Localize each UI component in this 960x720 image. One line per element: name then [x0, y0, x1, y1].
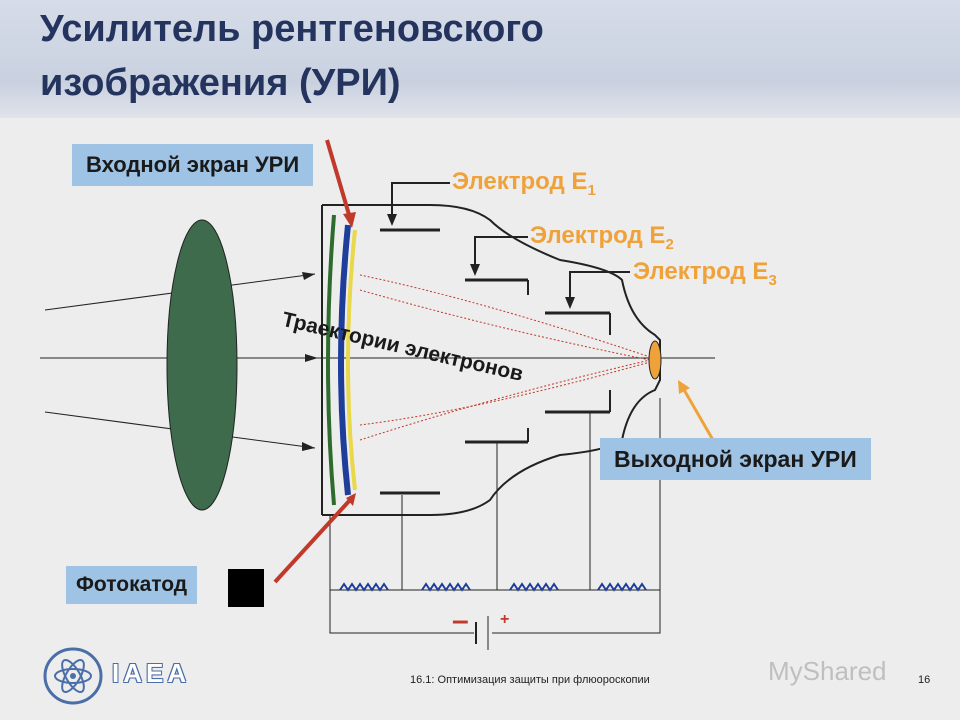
footer-caption: 16.1: Оптимизация защиты при флюороскопи…	[410, 674, 650, 686]
trajectory-1	[359, 274, 651, 358]
page-title: Усилитель рентгеновского изображения (УР…	[40, 2, 544, 110]
electrode-e2-index: 2	[665, 235, 674, 253]
phosphor-layer	[338, 224, 351, 496]
output-screen-label-text: Выходной экран УРИ	[614, 446, 857, 472]
electrode-e3-name: Электрод E	[633, 258, 769, 285]
output-screen	[648, 340, 662, 380]
image-intensifier-diagram: – +	[40, 139, 715, 650]
e1-leader-arrowhead	[387, 214, 397, 226]
e3-leader-arrowhead	[565, 297, 575, 309]
e2-leader-arrowhead	[470, 264, 480, 276]
electrode-e3-index: 3	[768, 271, 777, 289]
input-screen-arrow	[325, 139, 352, 219]
watermark: MyShared	[768, 656, 887, 686]
output-screen-arrow	[681, 387, 715, 441]
page-number: 16	[918, 674, 931, 686]
minus-sign: –	[452, 604, 469, 637]
resistor-2	[421, 582, 471, 592]
electrode-e1-name: Электрод E	[452, 168, 588, 195]
resistor-3	[509, 582, 559, 592]
title-line-1: Усилитель рентгеновского	[40, 8, 544, 50]
photocathode-layer	[346, 229, 357, 491]
trajectory-4	[359, 359, 651, 441]
resistor-4	[597, 582, 647, 592]
iaea-logo-text: IAEA	[112, 658, 191, 688]
header-band	[0, 0, 960, 118]
electrode-e1-index: 1	[587, 181, 596, 199]
photocathode-swatch	[228, 569, 264, 607]
photocathode-arrow	[273, 498, 352, 584]
ray-lower-arrowhead	[302, 442, 315, 451]
circuit-frame	[329, 398, 661, 634]
trajectory-3	[359, 361, 651, 426]
photocathode-label: Фотокатод	[66, 566, 198, 604]
electrode-e2-label: Электрод E2	[530, 222, 674, 253]
e2-leader	[474, 236, 528, 272]
output-screen-label: Выходной экран УРИ	[600, 438, 871, 480]
input-screen-label-text: Входной экран УРИ	[86, 152, 300, 177]
photocathode-arrowhead	[346, 493, 356, 506]
resistor-1	[339, 582, 389, 592]
electrode-e3-label: Электрод E3	[633, 258, 777, 289]
ray-middle-arrowhead	[305, 354, 318, 362]
iaea-emblem-icon	[43, 647, 103, 705]
input-screen-arrowhead	[343, 212, 356, 228]
ray-upper-arrowhead	[302, 272, 315, 280]
lens	[166, 219, 238, 511]
e1-leader	[391, 182, 450, 222]
output-screen-arrowhead	[678, 380, 690, 394]
photocathode-label-text: Фотокатод	[76, 573, 188, 596]
trajectory-2	[359, 289, 651, 361]
electrode-e1-label: Электрод E1	[452, 168, 596, 199]
title-line-2: изображения (УРИ)	[40, 62, 401, 104]
e3-leader	[569, 271, 630, 305]
electrode-e2-name: Электрод E	[530, 222, 666, 249]
plus-sign: +	[500, 611, 509, 628]
input-window	[326, 214, 336, 506]
input-screen-label: Входной экран УРИ	[72, 144, 314, 186]
